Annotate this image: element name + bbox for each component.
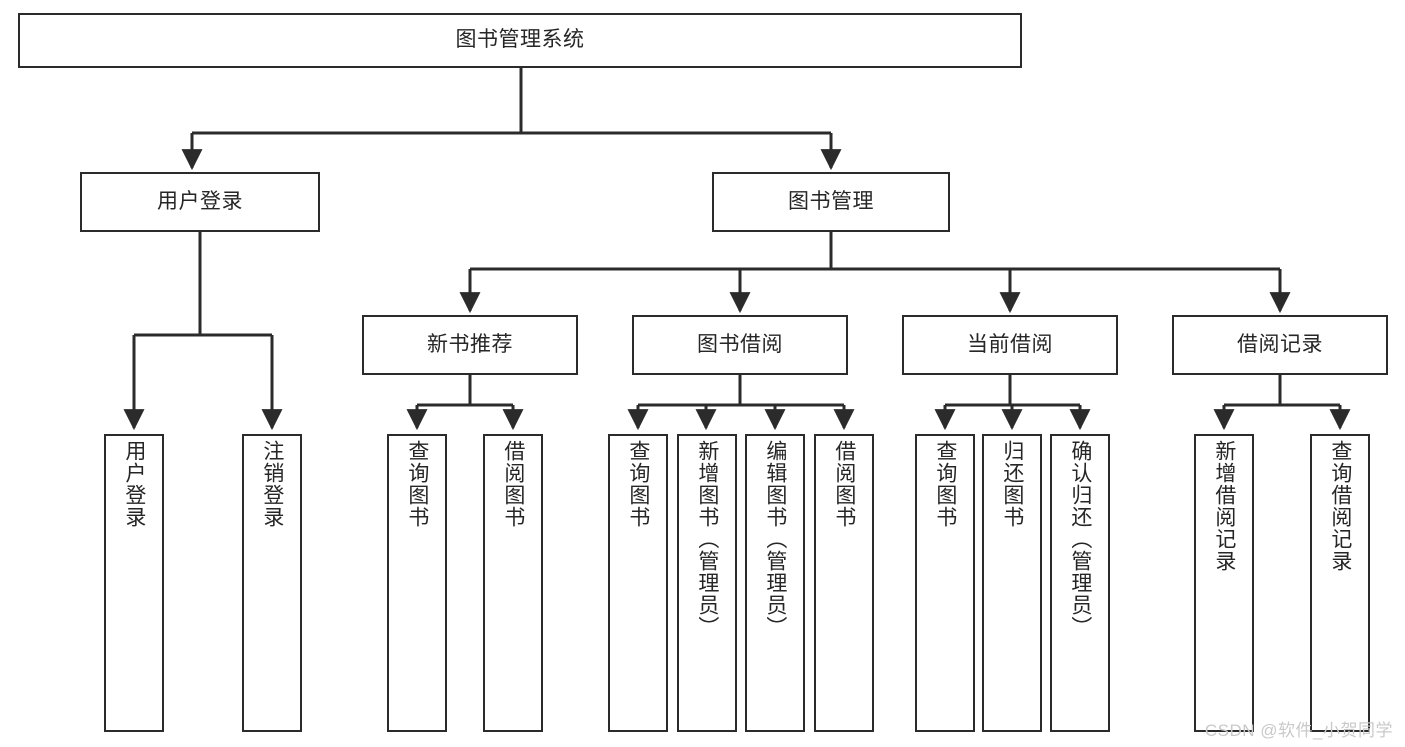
leaf-current-confirm-return[interactable]: 确认归还（管理员） bbox=[1050, 434, 1110, 732]
node-root[interactable]: 图书管理系统 bbox=[18, 13, 1022, 68]
leaf-records-query[interactable]: 查询借阅记录 bbox=[1310, 434, 1370, 732]
node-book-management-label: 图书管理 bbox=[788, 189, 874, 213]
node-current-borrow-label: 当前借阅 bbox=[967, 332, 1053, 356]
leaf-new-book-borrow-label: 借阅图书 bbox=[501, 440, 525, 528]
leaf-new-book-borrow[interactable]: 借阅图书 bbox=[483, 434, 543, 732]
leaf-records-add[interactable]: 新增借阅记录 bbox=[1194, 434, 1254, 732]
node-new-book-recommend-label: 新书推荐 bbox=[427, 332, 513, 356]
leaf-borrow-add-book-label: 新增图书（管理员） bbox=[695, 440, 719, 638]
leaf-borrow-query-book[interactable]: 查询图书 bbox=[608, 434, 668, 732]
node-root-label: 图书管理系统 bbox=[455, 28, 585, 52]
leaf-current-return-book-label: 归还图书 bbox=[1000, 440, 1024, 528]
leaf-user-login-signin[interactable]: 用户登录 bbox=[104, 434, 164, 732]
leaf-borrow-borrow-book-label: 借阅图书 bbox=[832, 440, 856, 528]
node-current-borrow[interactable]: 当前借阅 bbox=[902, 315, 1118, 375]
leaf-borrow-borrow-book[interactable]: 借阅图书 bbox=[814, 434, 874, 732]
leaf-user-login-signout[interactable]: 注销登录 bbox=[242, 434, 302, 732]
leaf-current-return-book[interactable]: 归还图书 bbox=[982, 434, 1042, 732]
leaf-records-query-label: 查询借阅记录 bbox=[1328, 440, 1352, 572]
node-user-login[interactable]: 用户登录 bbox=[80, 172, 320, 232]
leaf-borrow-add-book[interactable]: 新增图书（管理员） bbox=[677, 434, 737, 732]
leaf-borrow-query-book-label: 查询图书 bbox=[626, 440, 650, 528]
leaf-records-add-label: 新增借阅记录 bbox=[1212, 440, 1236, 572]
leaf-user-login-signout-label: 注销登录 bbox=[260, 440, 284, 528]
leaf-user-login-signin-label: 用户登录 bbox=[122, 440, 146, 528]
node-new-book-recommend[interactable]: 新书推荐 bbox=[362, 315, 578, 375]
node-book-management[interactable]: 图书管理 bbox=[712, 172, 950, 232]
node-book-borrow-label: 图书借阅 bbox=[697, 332, 783, 356]
node-book-borrow[interactable]: 图书借阅 bbox=[632, 315, 848, 375]
leaf-new-book-query[interactable]: 查询图书 bbox=[387, 434, 447, 732]
node-borrow-records-label: 借阅记录 bbox=[1237, 332, 1323, 356]
leaf-new-book-query-label: 查询图书 bbox=[405, 440, 429, 528]
leaf-current-query-book[interactable]: 查询图书 bbox=[915, 434, 975, 732]
leaf-current-query-book-label: 查询图书 bbox=[933, 440, 957, 528]
leaf-borrow-edit-book-label: 编辑图书（管理员） bbox=[763, 440, 787, 638]
node-user-login-label: 用户登录 bbox=[157, 189, 243, 213]
leaf-borrow-edit-book[interactable]: 编辑图书（管理员） bbox=[745, 434, 805, 732]
node-borrow-records[interactable]: 借阅记录 bbox=[1172, 315, 1388, 375]
leaf-current-confirm-return-label: 确认归还（管理员） bbox=[1068, 440, 1092, 638]
